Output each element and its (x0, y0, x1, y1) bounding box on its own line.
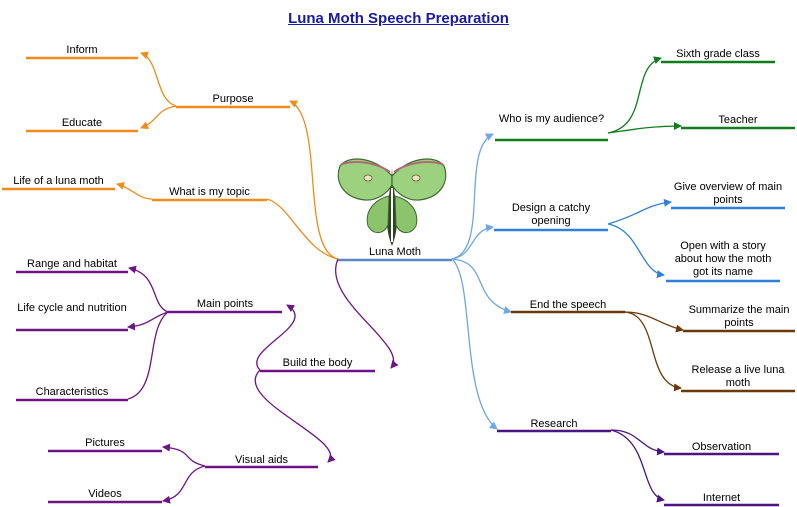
node-range-and-habitat: Range and habitat (27, 258, 117, 270)
node-purpose: Purpose (212, 93, 254, 105)
node-summarize-the-main-points: Summarize the main points (688, 304, 790, 329)
node-observation: Observation (691, 441, 752, 453)
luna-moth-image (337, 158, 447, 246)
node-visual-aids: Visual aids (235, 454, 288, 466)
node-what-is-my-topic: What is my topic (169, 186, 250, 198)
node-open-with-a-story: Open with a story about how the moth got… (674, 240, 772, 278)
node-pictures: Pictures (85, 437, 125, 449)
node-life-cycle-and-nutrition: Life cycle and nutrition (17, 302, 127, 314)
node-end-the-speech: End the speech (529, 299, 607, 311)
node-inform: Inform (66, 44, 98, 56)
node-internet: Internet (702, 492, 741, 504)
node-sixth-grade-class: Sixth grade class (676, 48, 760, 60)
node-build-the-body: Build the body (282, 357, 353, 369)
node-teacher: Teacher (718, 114, 758, 126)
node-educate: Educate (61, 117, 103, 129)
node-videos: Videos (88, 488, 122, 500)
node-design-a-catchy-opening: Design a catchy opening (511, 202, 591, 227)
node-characteristics: Characteristics (35, 386, 109, 398)
node-who-is-my-audience: Who is my audience? (498, 113, 605, 125)
center-node-label: Luna Moth (369, 246, 421, 258)
page-title: Luna Moth Speech Preparation (288, 10, 509, 27)
node-release-a-live-luna-moth: Release a live luna moth (691, 364, 785, 389)
node-main-points: Main points (196, 298, 254, 310)
node-life-of-a-luna-moth: Life of a luna moth (13, 175, 104, 187)
node-give-overview-of-main-points: Give overview of main points (673, 181, 783, 206)
node-research: Research (530, 418, 578, 430)
